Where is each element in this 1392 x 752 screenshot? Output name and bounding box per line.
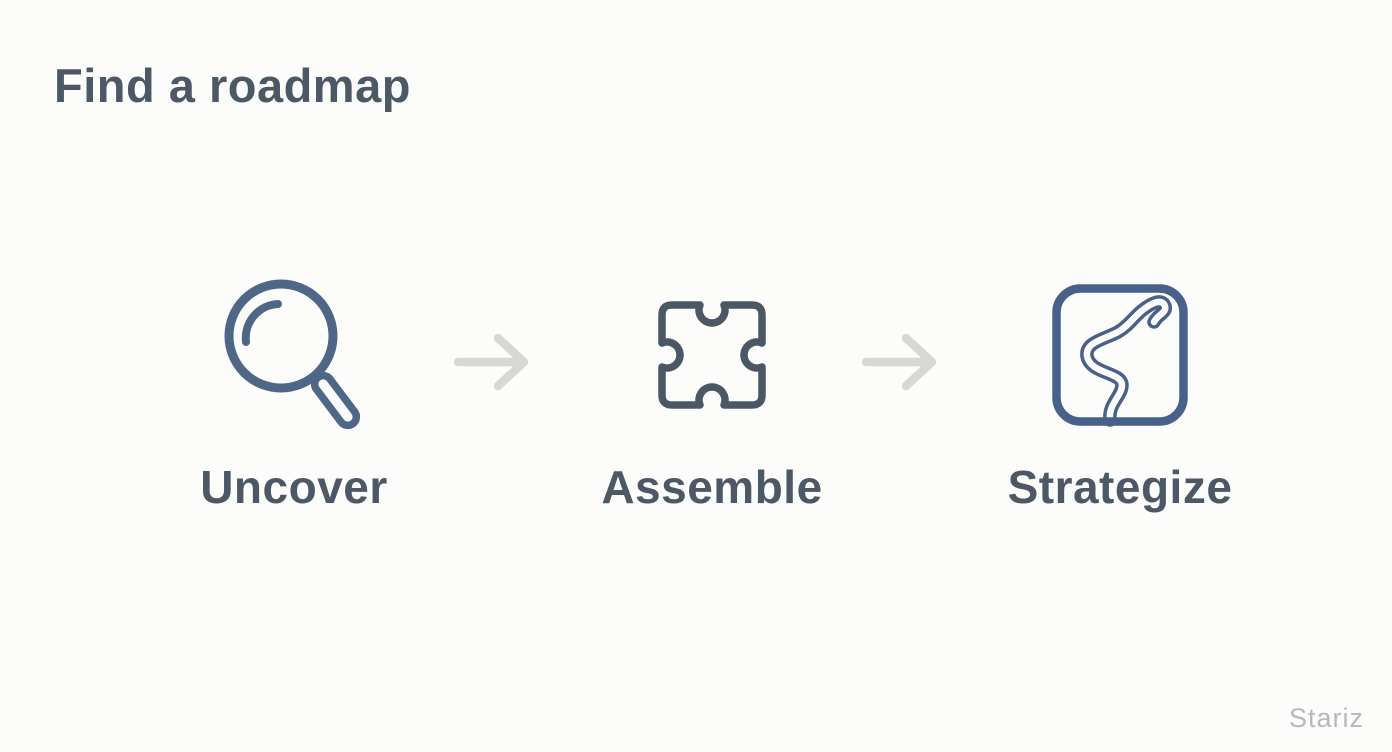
step-uncover-label: Uncover bbox=[200, 461, 388, 513]
step-strategize-icon-box bbox=[1048, 276, 1192, 434]
step-assemble: Assemble bbox=[542, 276, 882, 514]
winding-road-icon bbox=[1052, 284, 1188, 427]
step-strategize-label: Strategize bbox=[1007, 461, 1233, 513]
magnifier-icon bbox=[224, 279, 360, 430]
step-assemble-label: Assemble bbox=[601, 461, 823, 513]
step-assemble-icon-box bbox=[637, 276, 787, 434]
step-strategize: Strategize bbox=[950, 276, 1290, 514]
arrow-right-icon bbox=[861, 333, 937, 391]
watermark: Stariz bbox=[1288, 703, 1364, 733]
step-uncover: Uncover bbox=[124, 276, 464, 514]
page-title: Find a roadmap bbox=[54, 59, 411, 112]
step-uncover-icon-box bbox=[222, 276, 367, 434]
puzzle-icon bbox=[658, 301, 766, 409]
arrow-right-icon bbox=[453, 333, 529, 391]
